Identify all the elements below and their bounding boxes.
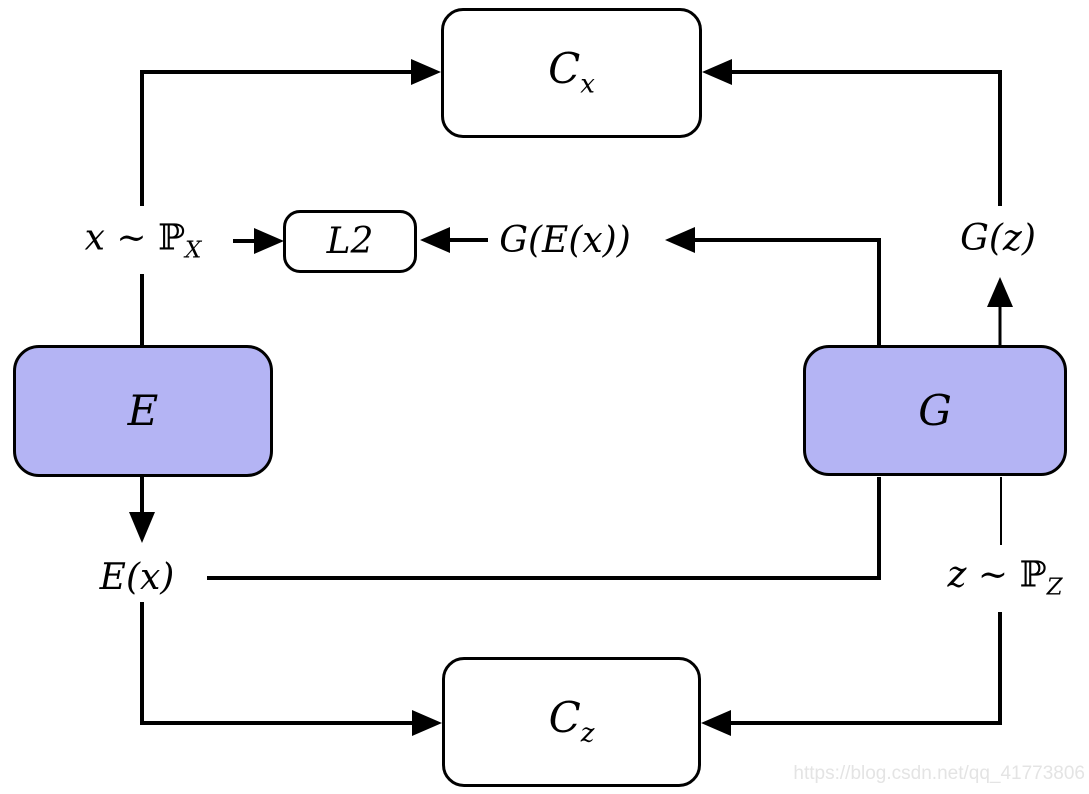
label-gex: G(E(x)) <box>499 220 631 262</box>
cz-label: Cz <box>548 693 595 749</box>
label-gz: G(z) <box>960 218 1036 260</box>
cx-label: Cx <box>548 44 595 100</box>
edge-z-to-cz <box>701 612 1002 736</box>
cx-node: Cx <box>441 8 702 138</box>
label-x-sample: x ∼ ℙX <box>84 217 202 264</box>
label-z-sample: z ∼ ℙZ <box>947 554 1063 601</box>
edge-generator-to-gex <box>665 227 881 347</box>
generator-node: G <box>803 345 1067 476</box>
edge-gex-to-l2 <box>420 227 488 253</box>
edge-gz-to-cx <box>702 59 1002 206</box>
label-ex: E(x) <box>99 557 175 599</box>
edge-x-to-l2 <box>233 228 284 254</box>
watermark: https://blog.csdn.net/qq_41773806 <box>793 763 1085 784</box>
cz-node: Cz <box>442 657 701 787</box>
edge-ex-to-cz <box>140 602 442 736</box>
edge-ex-to-generator <box>207 477 881 580</box>
edge-generator-to-gz <box>987 277 1013 345</box>
l2-label: L2 <box>326 220 374 262</box>
encoder-label: E <box>127 386 159 435</box>
edge-encoder-to-ex <box>129 475 155 543</box>
edge-x-to-cx <box>140 59 441 206</box>
generator-label: G <box>918 385 952 435</box>
encoder-node: E <box>13 345 273 477</box>
l2-node: L2 <box>283 210 417 273</box>
